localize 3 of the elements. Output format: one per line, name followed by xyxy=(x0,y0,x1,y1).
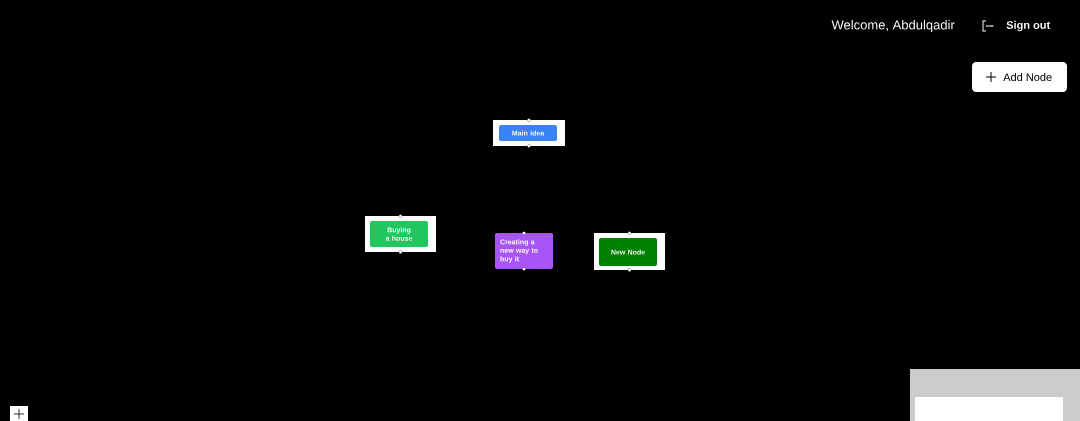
sign-out-link: Sign out xyxy=(1006,20,1051,32)
add-node-button: Add Node xyxy=(972,62,1067,92)
welcome-text: Welcome, Abdulqadir xyxy=(831,19,955,33)
